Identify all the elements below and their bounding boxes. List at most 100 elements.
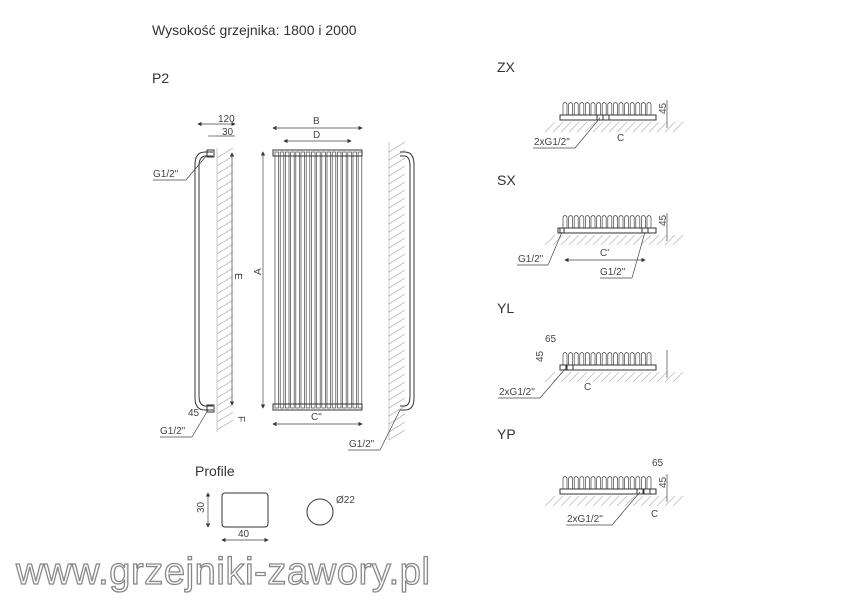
variant-sx: SX 45 G1/2" C' G1/2" — [497, 172, 684, 279]
floor-hatch — [584, 121, 596, 133]
radiator-tube — [347, 151, 352, 409]
label-e: E — [232, 273, 243, 280]
radiator-tube — [331, 151, 337, 409]
fin — [624, 102, 629, 115]
fin — [590, 476, 596, 489]
hatch-line — [216, 163, 234, 175]
collector-plate — [559, 488, 657, 495]
fin — [590, 102, 596, 115]
dim-c: C — [584, 382, 591, 393]
floor-hatch — [568, 495, 580, 507]
fin — [613, 476, 618, 489]
hatch-line — [388, 221, 406, 233]
hatch-line — [388, 413, 406, 425]
profile-section: Profile 30 40 Ø22 — [195, 463, 355, 543]
fin — [629, 215, 635, 228]
floor-hatch — [624, 234, 636, 246]
floor-hatch — [624, 121, 636, 133]
fin — [579, 215, 585, 228]
profile-title: Profile — [195, 463, 235, 479]
floor-hatch — [600, 495, 612, 507]
fin — [562, 352, 568, 365]
fin — [590, 352, 596, 365]
hatch-line — [388, 229, 406, 241]
hatch-line — [388, 197, 406, 209]
hatch-line — [388, 165, 406, 177]
hatch-line — [388, 357, 406, 369]
floor-hatch — [560, 234, 572, 246]
floor-hatch — [544, 121, 556, 133]
radiator-tube — [342, 151, 347, 409]
floor-hatch — [656, 371, 668, 383]
dim-height: 45 — [658, 476, 669, 488]
right-side-view: G1/2" — [348, 141, 415, 451]
fin — [641, 102, 646, 115]
variant-name: YP — [497, 426, 516, 442]
fin — [573, 215, 579, 228]
fin — [635, 102, 641, 115]
fin — [562, 476, 568, 489]
floor-hatch — [560, 371, 572, 383]
fin — [635, 352, 641, 365]
floor-hatch — [656, 121, 668, 133]
hatch-line — [216, 331, 234, 343]
fin — [562, 215, 568, 228]
fin — [646, 476, 652, 489]
radiator-tube — [321, 151, 326, 409]
floor-hatch — [624, 495, 636, 507]
radiator-tube — [274, 151, 279, 409]
dim-c: C — [617, 133, 624, 144]
hatch-line — [388, 213, 406, 225]
hatch-line — [216, 179, 234, 191]
hatch-line — [388, 429, 406, 441]
hatch-line — [216, 307, 234, 319]
hatch-line — [388, 261, 406, 273]
hatch-line — [388, 293, 406, 305]
hatch-line — [216, 363, 234, 375]
fin — [624, 215, 629, 228]
hatch-line — [216, 403, 234, 415]
model-label: P2 — [152, 70, 169, 86]
fin — [624, 352, 629, 365]
fin — [585, 102, 590, 115]
fin — [607, 215, 613, 228]
radiator-tube — [311, 151, 316, 409]
fin — [618, 352, 624, 365]
profile-circle — [306, 498, 334, 526]
hatch-line — [216, 395, 234, 407]
fin — [646, 102, 652, 115]
variant-name: ZX — [497, 59, 516, 75]
hatch-line — [388, 365, 406, 377]
label-d: D — [313, 130, 320, 141]
right-connection-label: G1/2" — [349, 439, 375, 450]
floor-hatch — [608, 371, 620, 383]
fin — [579, 352, 585, 365]
floor-hatch — [592, 495, 604, 507]
fin — [590, 215, 596, 228]
floor-hatch — [576, 495, 588, 507]
floor-hatch — [560, 121, 572, 133]
dim-bottom: 45 — [188, 408, 200, 419]
radiator-tube — [295, 151, 300, 409]
hatch-line — [216, 171, 234, 183]
fin — [635, 215, 641, 228]
fin — [607, 476, 613, 489]
floor-hatch — [624, 371, 636, 383]
hatch-line — [388, 381, 406, 393]
hatch-line — [216, 187, 234, 199]
collector-plate — [559, 364, 657, 371]
floor-hatch — [592, 371, 604, 383]
hatch-line — [216, 355, 234, 367]
hatch-line — [216, 243, 234, 255]
floor-hatch — [664, 234, 676, 246]
fin — [629, 102, 635, 115]
hatch-line — [216, 155, 234, 167]
fin — [624, 476, 629, 489]
hatch-line — [216, 251, 234, 263]
fin — [607, 352, 613, 365]
fin — [579, 102, 585, 115]
fin — [573, 352, 579, 365]
floor-hatch — [544, 234, 556, 246]
dim-c: C — [651, 509, 658, 520]
